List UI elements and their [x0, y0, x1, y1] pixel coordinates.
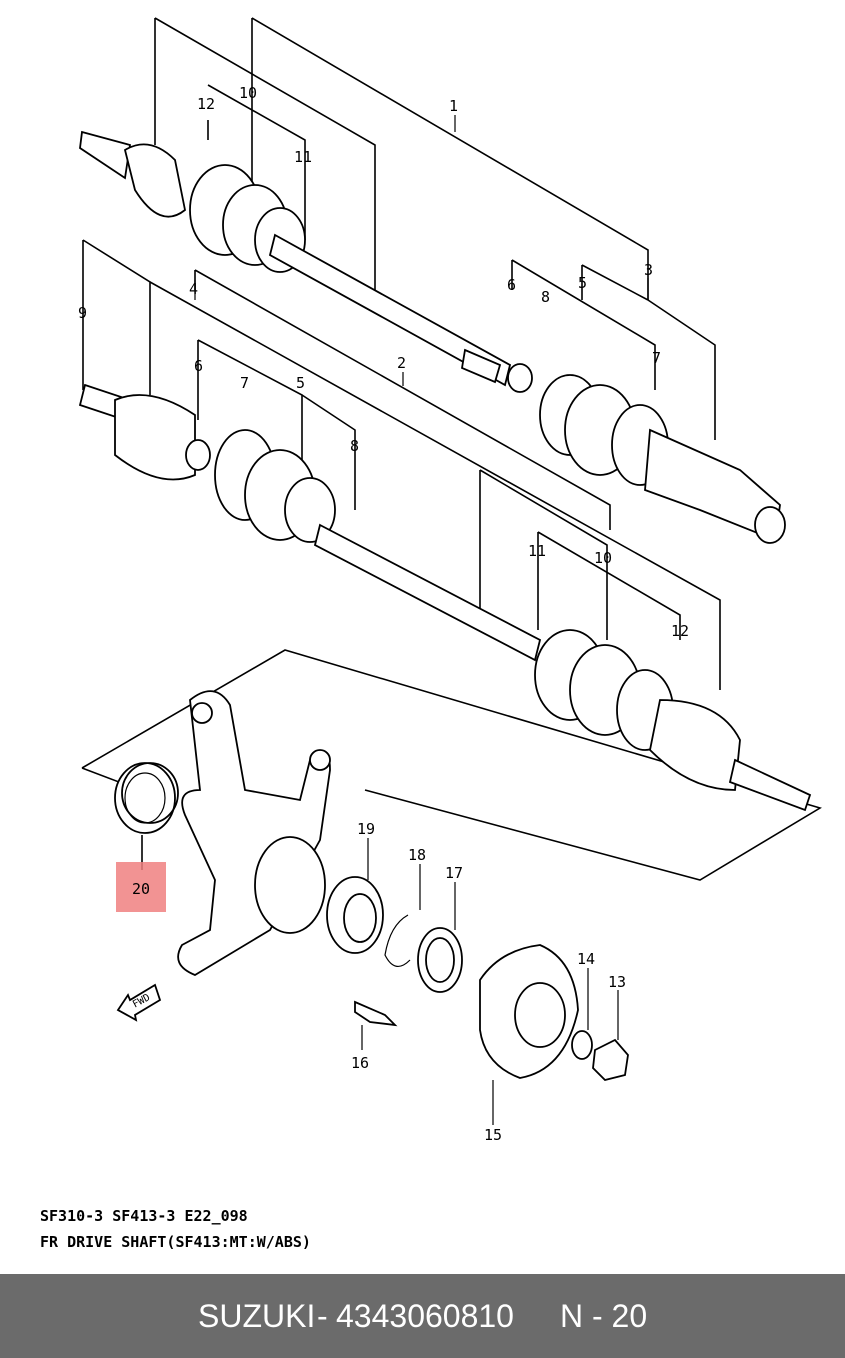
exploded-parts-diagram: FWD 1 2 3 4 5 5 6 6 7 7 8 8 9 10 10 11 1…: [78, 17, 822, 1144]
callout-9[interactable]: 9: [78, 304, 87, 322]
footer-bar: SUZUKI - 4343060810 N - 20: [0, 1274, 845, 1358]
callout-12-upper[interactable]: 12: [197, 95, 215, 113]
diagram-code: SF310-3 SF413-3 E22_098: [40, 1207, 248, 1225]
callout-20[interactable]: 20: [132, 880, 150, 898]
callout-6-upper[interactable]: 6: [507, 276, 516, 294]
callout-19[interactable]: 19: [357, 820, 375, 838]
separator: -: [317, 1298, 328, 1334]
callout-17[interactable]: 17: [445, 864, 463, 882]
part-callouts: 1 2 3 4 5 5 6 6 7 7 8 8 9 10 10 11 11 12…: [78, 84, 689, 1144]
page-reference: N - 20: [560, 1298, 648, 1334]
callout-3[interactable]: 3: [644, 261, 653, 279]
callout-8-upper[interactable]: 8: [541, 288, 550, 306]
callout-16[interactable]: 16: [351, 1054, 369, 1072]
callout-2[interactable]: 2: [397, 354, 406, 372]
callout-18[interactable]: 18: [408, 846, 426, 864]
callout-11-upper[interactable]: 11: [294, 148, 312, 166]
callout-15[interactable]: 15: [484, 1126, 502, 1144]
callout-10-upper[interactable]: 10: [239, 84, 257, 102]
callout-6-lower[interactable]: 6: [194, 357, 203, 375]
callout-7-lower[interactable]: 7: [240, 374, 249, 392]
callout-14[interactable]: 14: [577, 950, 595, 968]
callout-11-lower[interactable]: 11: [528, 542, 546, 560]
callout-12-lower[interactable]: 12: [671, 622, 689, 640]
fwd-arrow-icon: FWD: [116, 983, 162, 1022]
brand-label: SUZUKI: [198, 1298, 316, 1334]
callout-5-upper[interactable]: 5: [578, 274, 587, 292]
callout-5-lower[interactable]: 5: [296, 374, 305, 392]
callout-10-lower[interactable]: 10: [594, 549, 612, 567]
upper-drive-shaft: [79, 130, 786, 544]
callout-4[interactable]: 4: [189, 280, 198, 298]
part-number-label: 4343060810: [336, 1298, 514, 1334]
diagram-title: FR DRIVE SHAFT(SF413:MT:W/ABS): [40, 1233, 311, 1251]
part-20-highlight: [116, 862, 166, 912]
callout-13[interactable]: 13: [608, 973, 626, 991]
lower-drive-shaft: [78, 383, 812, 812]
leader-lines: [194, 115, 649, 1125]
callout-8-lower[interactable]: 8: [350, 437, 359, 455]
callout-1[interactable]: 1: [449, 97, 458, 115]
knuckle-hub-assembly: [177, 690, 629, 1081]
oil-seal-part-20[interactable]: [114, 762, 179, 912]
callout-7-upper[interactable]: 7: [652, 349, 661, 367]
